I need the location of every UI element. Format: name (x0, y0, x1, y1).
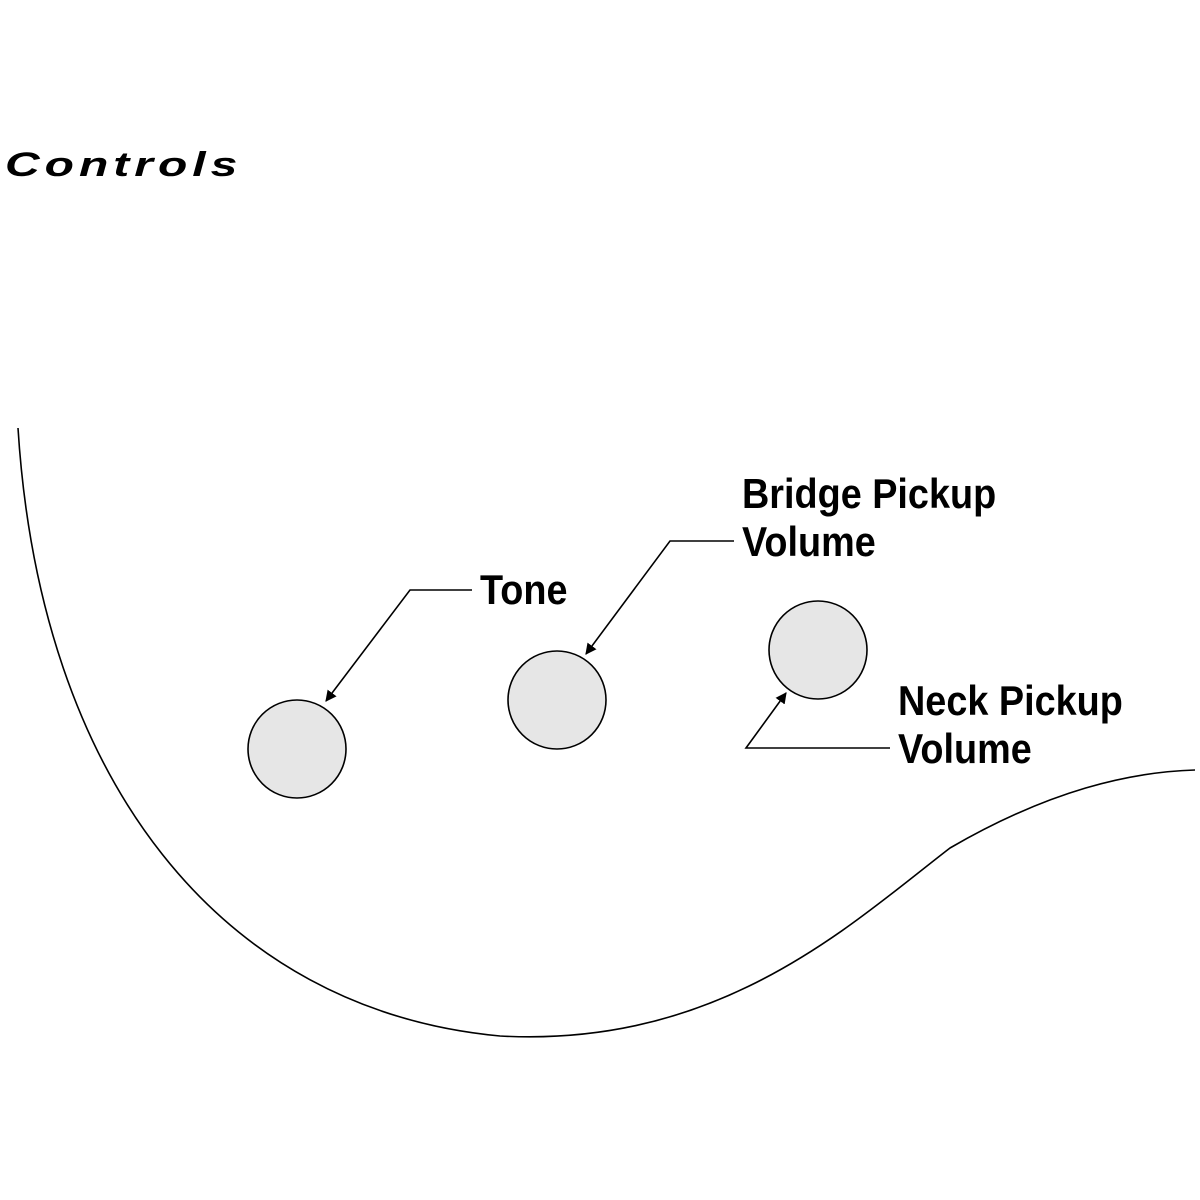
neck-label-line-1: Neck Pickup (898, 677, 1123, 724)
body-outline (17, 427, 1196, 1038)
tone-label-line: Tone (480, 566, 568, 613)
tone-label: Tone (480, 566, 567, 614)
neck-volume-knob[interactable] (768, 600, 868, 700)
tone-leader-arrow (325, 589, 472, 702)
bridge-label-line-2: Volume (742, 518, 876, 565)
bridge-leader-arrow (585, 540, 734, 655)
bridge-volume-knob[interactable] (507, 650, 607, 750)
neck-pickup-volume-label: Neck Pickup Volume (898, 677, 1123, 773)
bridge-pickup-volume-label: Bridge Pickup Volume (742, 470, 996, 566)
neck-label-line-2: Volume (898, 725, 1032, 772)
page-title: Controls (5, 145, 243, 184)
bridge-label-line-1: Bridge Pickup (742, 470, 997, 517)
neck-leader-arrow (744, 692, 890, 749)
tone-knob[interactable] (247, 699, 347, 799)
